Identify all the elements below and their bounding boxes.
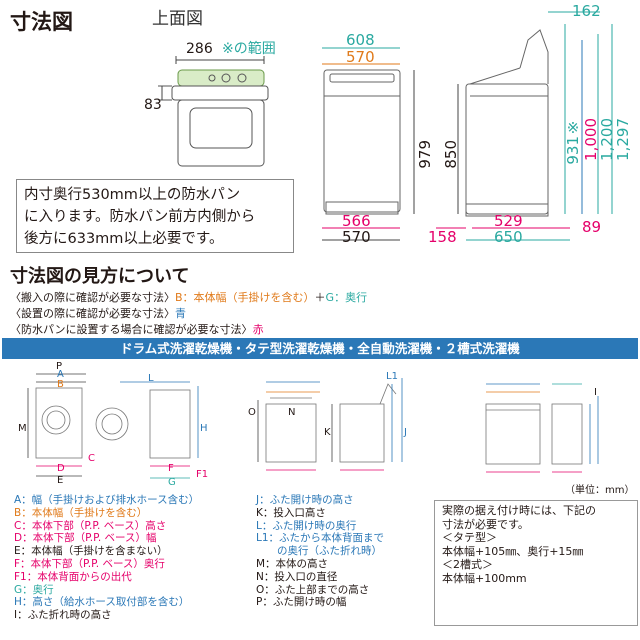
top-view-drawing: [158, 56, 269, 167]
howto-line-3-label: 〈防水パンに設置する場合に確認が必要な寸法〉: [10, 323, 253, 336]
letter-b: B: [57, 379, 64, 390]
side-height-1200: 1,200: [598, 118, 616, 161]
legend-left: A：幅（手掛けおよび排水ホース含む） B：本体幅（手掛けを含む） C：本体下部（…: [14, 494, 199, 622]
side-right-89: 89: [582, 218, 602, 236]
installation-note-line: ＜2槽式＞: [442, 558, 493, 571]
letter-g: G: [168, 477, 176, 488]
legend-item: K：投入口高さ: [256, 506, 326, 519]
note-line: 後方に633mm以上必要です。: [24, 231, 224, 247]
legend-item: O：ふた上部までの高さ: [256, 583, 370, 596]
twin-tub-front-diagram: [485, 383, 541, 473]
side-top-162: 162: [572, 2, 601, 20]
side-height-931: 931※: [564, 118, 582, 165]
category-banner: ドラム式洗濯乾燥機・タテ型洗濯乾燥機・全自動洗濯機・２槽式洗濯機: [2, 338, 638, 359]
howto-line-2: 〈設置の際に確認が必要な寸法〉青: [10, 305, 186, 321]
side-height-1000: 1,000: [582, 118, 600, 161]
legend-item: の奥行（ふた折れ時）: [256, 545, 382, 558]
legend-item: F1：本体背面からの出代: [14, 570, 132, 583]
letter-h: H: [200, 423, 208, 434]
letter-e: E: [57, 475, 64, 486]
installation-note-line: ＜タテ型＞: [442, 531, 497, 544]
howto-line-3-color: 赤: [252, 323, 264, 336]
legend-item: I：ふた折れ時の高さ: [14, 609, 112, 622]
drum-side-diagram: [95, 381, 199, 479]
howto-line-2-label: 〈設置の際に確認が必要な寸法〉: [10, 307, 175, 320]
side-view-drawing: [436, 11, 613, 241]
legend-item: H：高さ（給水ホース取付部を含む）: [14, 596, 190, 609]
howto-line-2-color: 青: [175, 307, 186, 320]
letter-l1: L1: [386, 371, 398, 382]
letter-f1: F1: [196, 469, 209, 480]
top-view-range-label: ※の範囲: [222, 41, 276, 57]
installation-note-line: 本体幅+105㎜、奥行+15㎜: [442, 544, 584, 558]
letter-l: L: [148, 373, 154, 384]
letter-k: K: [324, 427, 331, 438]
vertical-side-diagram: [331, 378, 403, 471]
letter-d: D: [57, 463, 65, 474]
letter-m: M: [18, 423, 27, 434]
installation-note-box: [434, 500, 638, 626]
letter-o: O: [248, 407, 256, 418]
letter-f: F: [168, 463, 174, 474]
installation-note-line: 実際の据え付け時には、下記の: [442, 504, 596, 517]
legend-mid: J：ふた開け時の高さ K：投入口高さ L：ふた開け時の奥行 L1：ふたから本体背…: [256, 494, 384, 609]
legend-item: N：投入口の直径: [256, 570, 338, 583]
howto-line-3: 〈防水パンに設置する場合に確認が必要な寸法〉赤: [10, 321, 264, 337]
legend-item: E：本体幅（手掛けを含まない）: [14, 545, 168, 558]
legend-item: L：ふた開け時の奥行: [256, 519, 357, 532]
legend-item: D：本体下部（P.P. ベース）幅: [14, 532, 157, 545]
front-width-570: 570: [346, 48, 375, 66]
side-bottom-529: 529: [494, 212, 523, 230]
legend-item: G：奥行: [14, 583, 54, 596]
howto-line-1: 〈搬入の際に確認が必要な寸法〉B：本体幅（手掛けを含む）＋G：奥行: [10, 289, 367, 305]
twin-tub-side-diagram: [551, 383, 599, 473]
top-view-width-label: 286: [186, 41, 213, 57]
front-view-drawing: [322, 47, 415, 241]
letter-i: I: [594, 387, 597, 398]
installation-note-line: 本体幅+100mm: [442, 571, 527, 585]
letter-p: P: [56, 361, 63, 372]
howto-line-1-plus: ＋: [314, 291, 326, 304]
letter-n: N: [288, 407, 296, 418]
vertical-front-diagram: [257, 381, 320, 471]
legend-item: A：幅（手掛けおよび排水ホース含む）: [14, 494, 200, 506]
letter-a: A: [57, 369, 64, 380]
legend-item: P：ふた開け時の幅: [256, 596, 347, 609]
legend-item: C：本体下部（P.P. ベース）高さ: [14, 519, 167, 532]
front-width-608: 608: [346, 31, 375, 49]
page-title: 寸法図: [10, 10, 73, 34]
legend-item: M：本体の高さ: [256, 557, 329, 570]
howto-line-1-label: 〈搬入の際に確認が必要な寸法〉: [10, 291, 175, 304]
letter-c: C: [88, 453, 95, 464]
howto-title: 寸法図の見方について: [10, 266, 190, 287]
howto-line-1-g: G：奥行: [325, 291, 368, 304]
letter-j: J: [404, 427, 407, 438]
note-text: 内寸奥行530mm以上の防水パン に入ります。防水パン前方内側から 後方に633…: [24, 184, 255, 250]
front-bottom-566: 566: [342, 212, 371, 230]
drum-front-diagram: [27, 373, 86, 477]
legend-item: J：ふた開け時の高さ: [256, 494, 354, 506]
legend-item: L1：ふたから本体背面まで: [256, 532, 385, 545]
top-view-title: 上面図: [152, 9, 203, 29]
installation-note-line: 寸法が必要です。: [442, 517, 529, 531]
side-left-158: 158: [428, 228, 457, 246]
installation-note-text: 実際の据え付け時には、下記の 寸法が必要です。 ＜タテ型＞ 本体幅+105㎜、奥…: [442, 504, 596, 585]
howto-line-1-b: B：本体幅（手掛けを含む）: [175, 291, 315, 304]
note-line: 内寸奥行530mm以上の防水パン: [24, 187, 241, 203]
side-bottom-650: 650: [494, 228, 523, 246]
top-view-depth-label: 83: [144, 97, 162, 113]
side-height-850: 850: [442, 140, 460, 169]
front-bottom-570: 570: [342, 228, 371, 246]
note-line: に入ります。防水パン前方内側から: [24, 209, 256, 225]
side-height-1297: 1,297: [614, 118, 632, 161]
front-height-979: 979: [416, 140, 434, 169]
legend-item: F：本体下部（P.P. ベース）奥行: [14, 557, 165, 570]
legend-item: B：本体幅（手掛けを含む）: [14, 506, 148, 519]
note-box: [16, 179, 294, 253]
unit-label: （単位：mm）: [565, 485, 635, 496]
